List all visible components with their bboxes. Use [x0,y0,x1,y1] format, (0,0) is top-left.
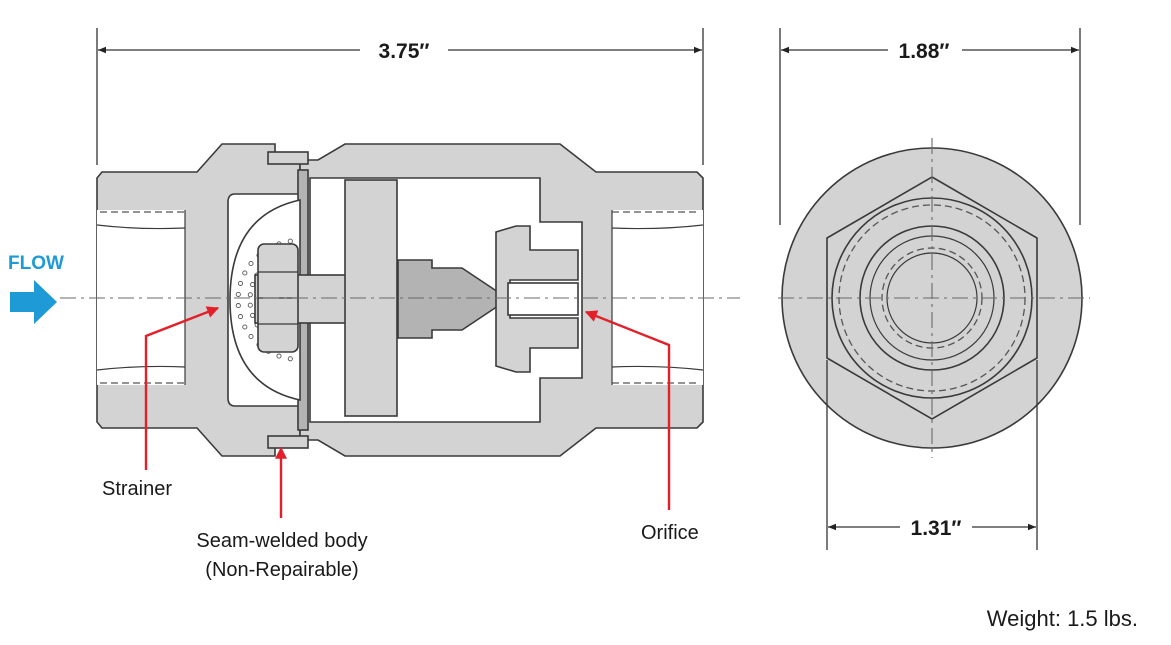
strainer-hole [237,280,244,286]
side-section-view: 3.75″ [60,28,740,457]
orifice-leader-line [584,310,671,510]
end-view: 1.88″ 1.31″ [778,28,1090,550]
diameter-dimension-label: 1.88″ [899,40,950,63]
strainer-hole [237,314,244,320]
weld-ring-top [267,151,309,165]
weight-label: Weight: 1.5 lbs. [987,606,1138,631]
inlet-port-curve-top [96,224,186,230]
seam-weld-label-line1: Seam-welded body [196,530,367,552]
weld-ring-bottom [267,435,309,449]
strainer-hole [276,353,282,359]
length-dimension-label: 3.75″ [379,40,430,63]
flow-indicator: FLOW [8,253,64,324]
outlet-port-curve-top [611,224,704,230]
callout-seam-welded: Seam-welded body (Non-Repairable) [196,446,368,581]
seam-weld-label-line2: (Non-Repairable) [205,559,358,581]
outlet-port-curve-bottom [611,365,704,371]
callout-strainer: Strainer [102,306,220,500]
outlet-port [612,210,703,385]
callout-orifice: Orifice [584,310,699,544]
strainer-hole [242,324,248,330]
strainer-hole [247,302,253,308]
strainer-leader-line [144,306,220,470]
strainer-hole [235,303,241,309]
strainer-hole [248,260,254,267]
flow-label: FLOW [8,253,64,274]
orifice-seat-housing [495,225,579,373]
inlet-port-curve-bottom [96,365,186,371]
hex-dimension-label: 1.31″ [911,517,962,540]
orifice-bore [507,282,579,316]
strainer-hole [247,292,253,298]
flow-arrow-icon [10,280,57,324]
strainer-hole [235,291,241,297]
strainer-hole [248,333,254,340]
orifice-label: Orifice [641,522,699,544]
strainer-label: Strainer [102,478,172,500]
strainer-hole [242,270,248,276]
strainer-hole [287,356,293,362]
